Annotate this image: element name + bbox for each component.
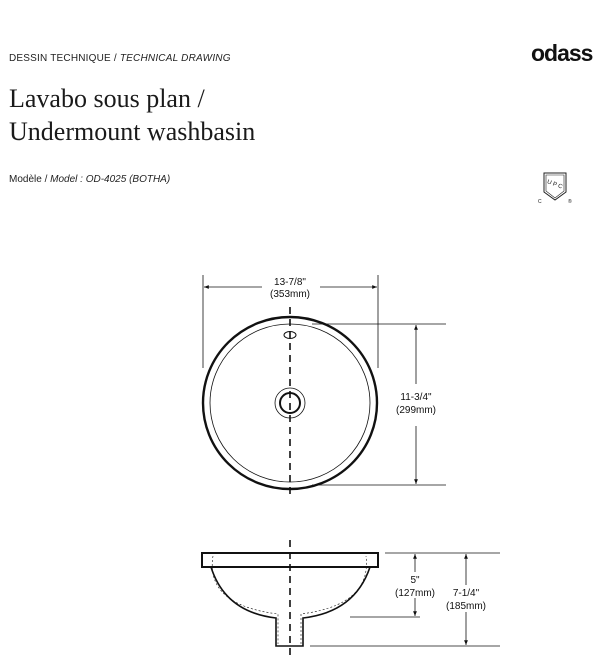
upc-certification-icon: U P C C ® xyxy=(538,172,572,205)
kicker-fr: DESSIN TECHNIQUE / xyxy=(9,53,117,64)
page-title-fr: Lavabo sous plan / xyxy=(9,84,205,113)
total-height-inches: 7-1/4" xyxy=(453,588,480,599)
svg-text:C: C xyxy=(538,199,542,205)
total-height-mm: (185mm) xyxy=(446,601,486,612)
svg-text:U P C: U P C xyxy=(546,179,564,190)
document-kicker: DESSIN TECHNIQUE / TECHNICAL DRAWING xyxy=(9,53,231,64)
top-view: 13-7/8" (353mm) 11-3/4" (299mm) xyxy=(201,275,446,496)
model-en: Model : OD-4025 (BOTHA) xyxy=(50,174,171,185)
page-title-en: Undermount washbasin xyxy=(9,117,256,146)
model-label: Modèle / Model : OD-4025 (BOTHA) xyxy=(9,174,170,185)
brand-logo: odass xyxy=(531,40,593,66)
side-view: 5" (127mm) 7-1/4" (185mm) xyxy=(201,540,500,656)
width-mm: (353mm) xyxy=(270,289,310,300)
depth-mm: (299mm) xyxy=(396,405,436,416)
svg-text:®: ® xyxy=(568,198,572,205)
bowl-depth-inches: 5" xyxy=(410,575,420,586)
depth-inches: 11-3/4" xyxy=(400,392,432,403)
model-fr: Modèle / xyxy=(9,174,48,185)
kicker-en: TECHNICAL DRAWING xyxy=(119,53,231,64)
width-inches: 13-7/8" xyxy=(274,277,306,288)
bowl-depth-mm: (127mm) xyxy=(395,588,435,599)
